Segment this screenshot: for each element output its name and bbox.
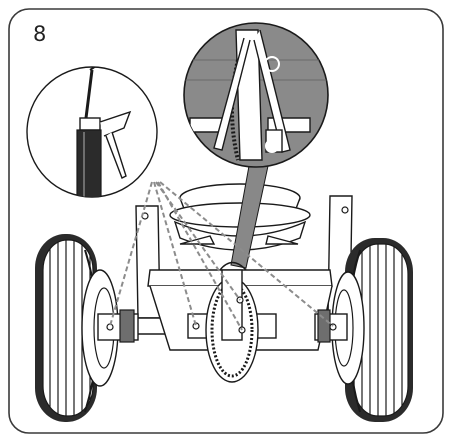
step-number: 8: [33, 22, 47, 46]
bolt: [341, 206, 349, 214]
grease-fitting-icon: [329, 323, 337, 331]
right-wheel: [331, 238, 413, 422]
grease-fitting-icon: [265, 139, 279, 153]
grease-fitting-icon: [264, 56, 280, 72]
lubrication-leaders: [109, 181, 334, 331]
drive-chain-detail: [183, 22, 329, 168]
grease-gun-icon: [76, 67, 132, 197]
grease-gun-detail: [26, 66, 158, 198]
left-wheel: [35, 234, 119, 422]
